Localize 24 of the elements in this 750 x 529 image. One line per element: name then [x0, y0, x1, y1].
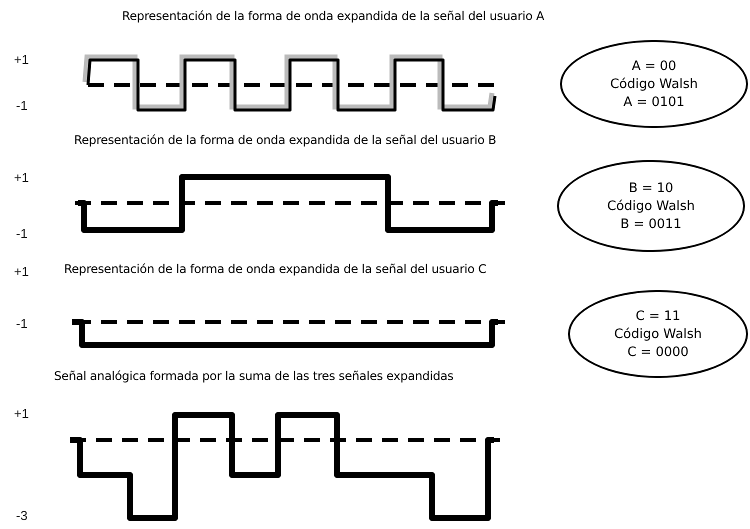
axis-value: +1: [14, 170, 29, 185]
axis-value: -1: [16, 316, 28, 331]
waveform-caption: Representación de la forma de onda expandida de la señal del usuario A: [122, 9, 544, 23]
code-ellipse: [560, 40, 748, 128]
code-text: Código Walsh: [614, 326, 702, 342]
axis-value: +1: [14, 264, 29, 279]
axis-value: -3: [16, 508, 28, 523]
waveform-caption: Representación de la forma de onda expandida de la señal del usuario B: [74, 133, 496, 147]
code-text: Código Walsh: [607, 198, 695, 214]
code-text: C = 0000: [627, 344, 689, 360]
axis-value: -1: [16, 98, 28, 113]
code-text: B = 0011: [620, 216, 682, 232]
code-ellipse: [557, 160, 745, 252]
waveform-caption: Señal analógica formada por la suma de las tres señales expandidas: [54, 369, 454, 383]
code-text: A = 0101: [623, 94, 685, 110]
axis-value: -1: [16, 226, 28, 241]
code-text: Código Walsh: [610, 76, 698, 92]
waveform-caption: Representación de la forma de onda expandida de la señal del usuario C: [64, 262, 486, 276]
axis-value: +1: [14, 406, 29, 421]
code-ellipse: [568, 290, 748, 378]
code-text: C = 11: [636, 308, 680, 324]
axis-value: +1: [14, 52, 29, 67]
code-text: A = 00: [632, 58, 676, 74]
code-text: B = 10: [628, 180, 674, 196]
